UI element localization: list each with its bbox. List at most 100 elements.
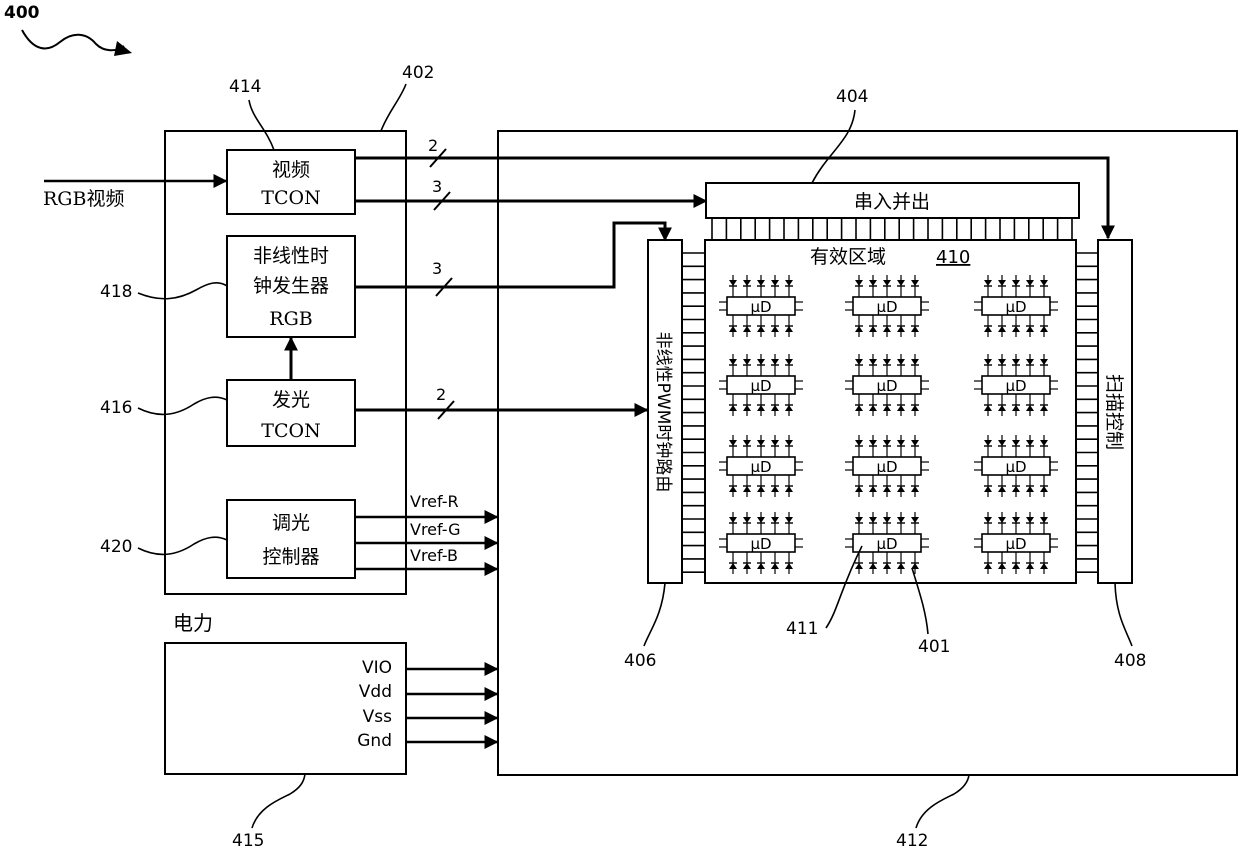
- micro-driver-cell: μD: [845, 435, 929, 497]
- sipo-output-lines: [712, 218, 1072, 240]
- led-icon: [771, 512, 779, 527]
- led-icon: [1040, 322, 1048, 337]
- micro-driver-label: μD: [876, 377, 897, 395]
- led-icon: [883, 559, 891, 574]
- led-icon: [984, 401, 992, 416]
- led-icon: [771, 354, 779, 369]
- led-icon: [757, 435, 765, 450]
- led-icon: [897, 322, 905, 337]
- scan-control-label: 扫描控制: [1103, 374, 1125, 450]
- micro-driver-label: μD: [876, 535, 897, 553]
- led-icon: [1026, 275, 1034, 290]
- micro-driver-label: μD: [1005, 298, 1026, 316]
- display-panel: [498, 131, 1237, 775]
- led-icon: [984, 559, 992, 574]
- led-icon: [984, 322, 992, 337]
- led-icon: [1040, 275, 1048, 290]
- led-icon: [1040, 435, 1048, 450]
- led-icon: [998, 354, 1006, 369]
- led-icon: [911, 482, 919, 497]
- micro-driver-label: μD: [876, 298, 897, 316]
- led-icon: [897, 435, 905, 450]
- led-icon: [785, 435, 793, 450]
- led-icon: [771, 559, 779, 574]
- led-icon: [1026, 559, 1034, 574]
- led-icon: [1012, 275, 1020, 290]
- led-icon: [855, 275, 863, 290]
- power-vio-label: VIO: [362, 658, 392, 678]
- led-icon: [1012, 401, 1020, 416]
- video-tcon-label-1: 视频: [272, 159, 310, 181]
- active-area-ref: 410: [936, 247, 970, 268]
- emission-tcon-ref: 416: [100, 398, 132, 418]
- dimming-controller-label-1: 调光: [272, 512, 310, 534]
- led-icon: [883, 512, 891, 527]
- led-icon: [729, 275, 737, 290]
- led-icon: [911, 435, 919, 450]
- led-icon: [1040, 559, 1048, 574]
- led-icon: [729, 322, 737, 337]
- led-icon: [743, 435, 751, 450]
- led-icon: [1012, 559, 1020, 574]
- led-icon: [743, 559, 751, 574]
- led-icon: [883, 401, 891, 416]
- led-icon: [743, 322, 751, 337]
- micro-driver-label: μD: [750, 298, 771, 316]
- video-tcon-label-2: TCON: [261, 187, 320, 209]
- figure-wavy-arrow: [22, 30, 124, 50]
- led-icon: [1012, 435, 1020, 450]
- led-icon: [911, 512, 919, 527]
- led-icon: [897, 354, 905, 369]
- router-output-lines: [682, 253, 705, 572]
- led-icon: [1040, 401, 1048, 416]
- led-icon: [869, 354, 877, 369]
- scan-control-ref: 408: [1114, 651, 1146, 671]
- emission-to-router-bus-width: 2: [436, 385, 446, 404]
- led-icon: [869, 275, 877, 290]
- tcon-block-ref: 402: [402, 63, 434, 83]
- figure-label: 400: [4, 3, 40, 23]
- led-callout-ref: 401: [918, 637, 950, 657]
- emission-tcon-label-1: 发光: [272, 389, 310, 411]
- led-icon: [911, 401, 919, 416]
- led-icon: [855, 401, 863, 416]
- pixel-array: μDμDμDμDμDμDμDμDμDμDμDμD: [719, 275, 1058, 574]
- led-icon: [743, 354, 751, 369]
- led-icon: [757, 401, 765, 416]
- led-icon: [897, 482, 905, 497]
- vref-b-label: Vref-B: [410, 546, 458, 565]
- led-icon: [1040, 354, 1048, 369]
- led-icon: [785, 322, 793, 337]
- video-to-scan-bus: [355, 158, 1108, 238]
- video-to-sipo-bus-width: 3: [432, 177, 442, 196]
- led-icon: [855, 322, 863, 337]
- led-icon: [883, 482, 891, 497]
- led-icon: [1026, 322, 1034, 337]
- led-icon: [1040, 482, 1048, 497]
- led-icon: [785, 354, 793, 369]
- vref-r-label: Vref-R: [410, 492, 459, 511]
- emission-tcon-label-2: TCON: [261, 420, 320, 442]
- power-gnd-label: Gnd: [357, 731, 392, 751]
- led-icon: [1026, 512, 1034, 527]
- vref-g-label: Vref-G: [410, 520, 461, 539]
- micro-driver-label: μD: [750, 535, 771, 553]
- led-icon: [998, 322, 1006, 337]
- video-to-scan-bus-width: 2: [428, 136, 438, 155]
- led-icon: [984, 354, 992, 369]
- sipo-label: 串入并出: [854, 191, 930, 213]
- led-icon: [911, 559, 919, 574]
- led-icon: [998, 435, 1006, 450]
- led-icon: [1040, 512, 1048, 527]
- led-icon: [785, 401, 793, 416]
- micro-driver-label: μD: [1005, 458, 1026, 476]
- led-icon: [869, 482, 877, 497]
- clock-to-router-bus: [355, 223, 665, 287]
- led-icon: [729, 354, 737, 369]
- led-icon: [897, 512, 905, 527]
- led-icon: [785, 512, 793, 527]
- led-icon: [729, 512, 737, 527]
- display-panel-ref: 412: [896, 831, 928, 851]
- rgb-video-input-label: RGB视频: [43, 188, 124, 210]
- led-icon: [771, 275, 779, 290]
